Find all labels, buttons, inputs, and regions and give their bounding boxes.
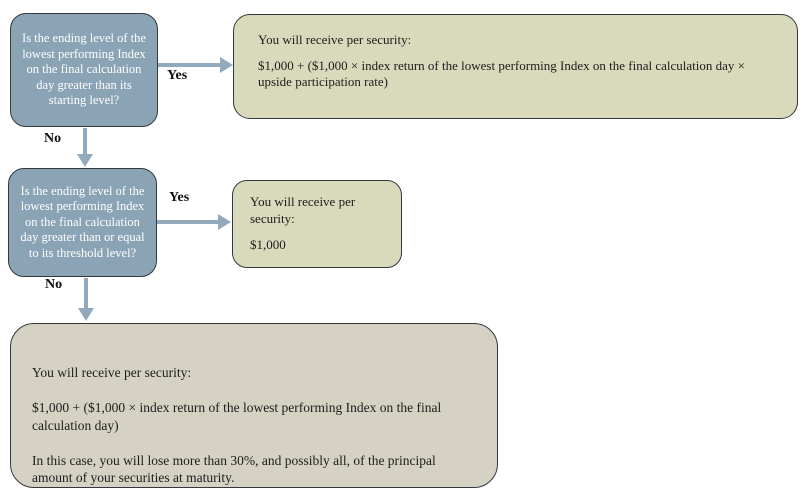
no-arrow-shaft xyxy=(84,278,88,309)
outcome-box-principal-return: You will receive per security: $1,000 xyxy=(232,180,402,268)
no-arrow-head-icon xyxy=(78,308,94,321)
no-branch-label: No xyxy=(44,131,62,146)
yes-arrow-shaft xyxy=(158,63,220,67)
outcome-heading: You will receive per security: xyxy=(32,365,192,380)
outcome-box-loss: You will receive per security: $1,000 + … xyxy=(10,323,498,488)
yes-arrow-shaft xyxy=(157,220,218,224)
no-arrow-head-icon xyxy=(77,154,93,167)
outcome-box-upside: You will receive per security: $1,000 + … xyxy=(233,14,798,119)
no-arrow-shaft xyxy=(83,128,87,155)
decision-box-starting-level: Is the ending level of the lowest perfor… xyxy=(10,13,158,127)
outcome-amount: $1,000 xyxy=(250,237,286,253)
outcome-heading: You will receive per security: xyxy=(258,32,412,47)
yes-branch-label: Yes xyxy=(167,68,188,83)
decision-question: Is the ending level of the lowest perfor… xyxy=(22,31,146,108)
yes-arrow-head-icon xyxy=(218,214,231,230)
outcome-formula: $1,000 + ($1,000 × index return of the l… xyxy=(258,57,745,90)
yes-arrow-head-icon xyxy=(220,57,233,73)
yes-branch-label: Yes xyxy=(169,190,190,205)
decision-question: Is the ending level of the lowest perfor… xyxy=(20,183,145,260)
outcome-heading: You will receive per security: xyxy=(250,194,356,226)
decision-box-threshold-level: Is the ending level of the lowest perfor… xyxy=(8,168,157,277)
no-branch-label: No xyxy=(45,277,63,292)
outcome-loss-note: In this case, you will lose more than 30… xyxy=(32,452,436,486)
outcome-formula: $1,000 + ($1,000 × index return of the l… xyxy=(32,400,442,433)
